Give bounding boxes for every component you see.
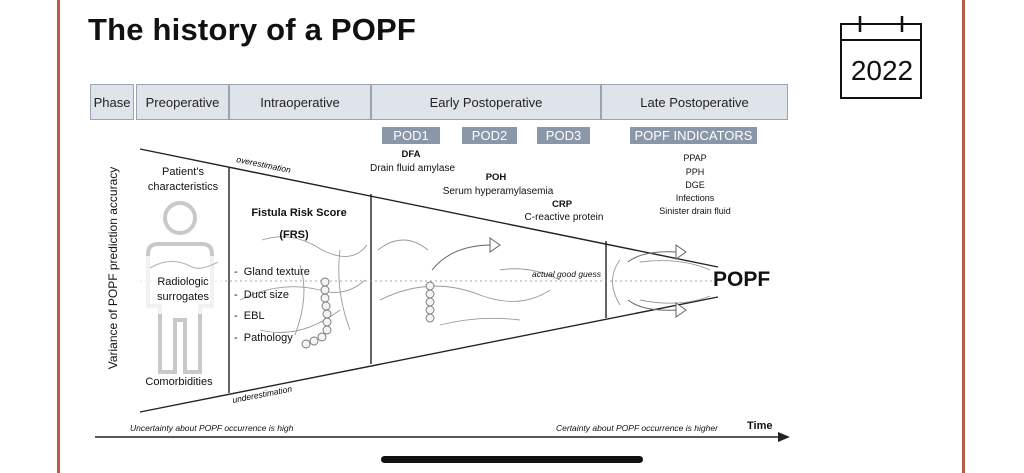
home-indicator-bar[interactable] [381,456,643,463]
comorbidities-label: Comorbidities [145,376,213,388]
funnel-lower-edge [139,296,719,413]
frs-item: - Duct size [234,289,290,301]
popf-indicator-item: Sinister drain fluid [659,206,731,216]
phase-header-phase: Phase [90,84,134,120]
popf-indicator-item: PPH [685,167,705,177]
dfa-title: DFA [401,149,421,160]
poh-text: Serum hyperamylasemia [442,186,554,197]
patient-characteristics-line2: characteristics [147,181,219,193]
radiologic-box [136,256,222,314]
early-anatomy-sketch [377,239,561,326]
slide-border-left [57,0,60,473]
flow-arrow [431,244,493,271]
funnel-upper-edge [139,148,719,268]
overestimation-label: overestimation [236,154,292,175]
flow-arrow-lower [627,299,679,311]
uncertainty-note: Uncertainty about POPF occurrence is hig… [130,423,294,433]
early-intestine-sketch [425,281,435,323]
y-axis-label: Variance of POPF prediction accuracy [106,166,120,370]
popf-indicator-item: Infections [675,193,715,203]
flow-arrow-lower-head [675,302,687,318]
time-axis-label: Time [747,420,773,432]
underestimation-label: underestimation [231,384,293,405]
actual-good-guess-label: actual good guess [532,269,601,279]
popf-indicator-item: PPAP [683,153,707,163]
popf-indicator-item: DGE [685,180,705,190]
flow-arrow-upper [627,251,679,263]
calendar-year: 2022 [850,55,914,86]
popf-outcome-label: POPF [713,268,771,291]
pod-label: POD2 [462,127,517,144]
late-anatomy-sketch [612,259,711,306]
frs-item: - Pathology [234,332,293,344]
slide-title: The history of a POPF [88,12,417,47]
radiologic-surrogates-line1: Radiologic [157,276,209,288]
pancreas-anatomy-sketch [239,236,368,336]
intestine-loop-sketch [301,277,332,349]
frs-item: - Gland texture [234,266,310,278]
crp-title: CRP [551,199,573,210]
pancreas-sketch-icon [149,260,219,269]
radiologic-surrogates-line2: surrogates [157,291,209,303]
certainty-note: Certainty about POPF occurrence is highe… [556,423,718,433]
flow-arrow-upper-head [675,244,687,260]
frs-abbreviation: (FRS) [279,229,309,241]
dfa-text: Drain fluid amylase [369,163,456,174]
calendar-icon [840,16,922,99]
phase-header-late-postoperative: Late Postoperative [601,84,788,120]
frs-title: Fistula Risk Score [251,207,347,219]
frs-item: - EBL [234,310,265,322]
pod-label: POD1 [382,127,440,144]
patient-characteristics-line1: Patient’s [162,166,204,178]
poh-title: POH [485,172,507,183]
patient-silhouette-icon [146,201,214,374]
slide-border-right [962,0,965,473]
crp-text: C-reactive protein [524,212,604,223]
phase-header-intraoperative: Intraoperative [229,84,371,120]
popf-indicators-label: POPF INDICATORS [630,127,757,144]
phase-header-preoperative: Preoperative [136,84,229,120]
pod-label: POD3 [537,127,590,144]
time-axis-arrowhead [778,432,790,442]
phase-header-early-postoperative: Early Postoperative [371,84,601,120]
flow-arrow-head [489,237,501,253]
